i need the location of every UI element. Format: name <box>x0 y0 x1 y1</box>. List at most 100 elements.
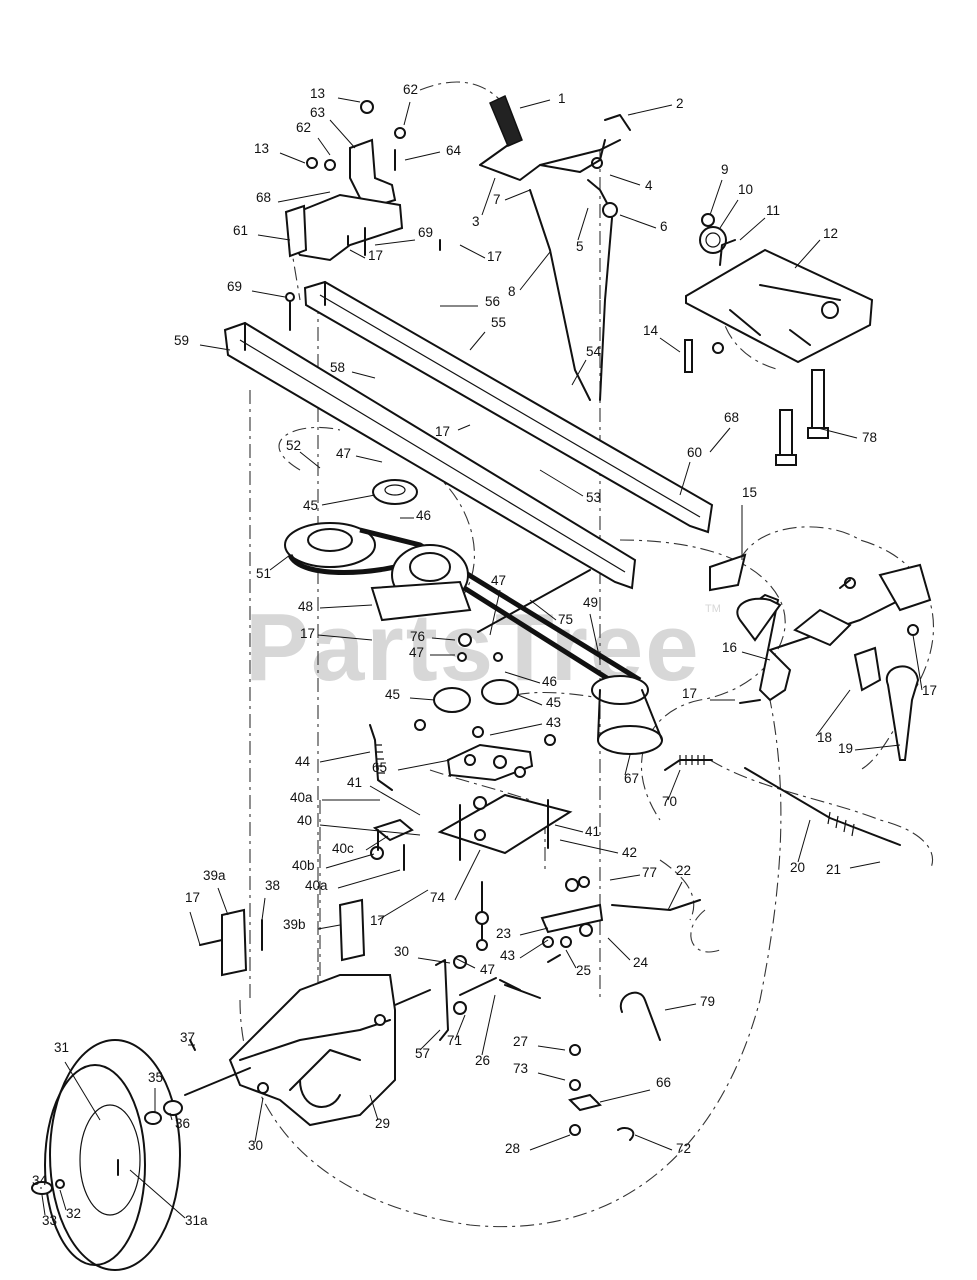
callout-leader-line <box>317 924 341 930</box>
callout-number: 33 <box>42 1213 57 1228</box>
callout-leader-line <box>251 290 286 298</box>
callout-number: 36 <box>175 1116 190 1131</box>
callout-leader-line <box>299 451 321 469</box>
callout-number: 78 <box>862 430 877 445</box>
callout-leader-line <box>325 853 375 869</box>
callout-number: 46 <box>416 508 431 523</box>
callout-leader-line <box>529 1134 571 1151</box>
callout-number: 10 <box>738 182 753 197</box>
callout-leader-line <box>189 911 201 946</box>
callout-leader-line <box>667 769 681 801</box>
callout-number: 17 <box>185 890 200 905</box>
callout-number: 69 <box>418 225 433 240</box>
callout-leader-line <box>619 214 657 229</box>
callout-number: 41 <box>585 824 600 839</box>
callout-number: 17 <box>370 913 385 928</box>
callout-number: 58 <box>330 360 345 375</box>
callout-number: 40a <box>290 790 313 805</box>
drive-belt-pulleys <box>284 479 663 755</box>
callout-number: 44 <box>295 754 311 769</box>
callout-leader-line <box>64 1061 101 1121</box>
callout-number: 12 <box>823 226 838 241</box>
callout-leader-line <box>529 599 557 621</box>
callout-leader-line <box>679 461 691 496</box>
callout-leader-line <box>577 207 589 241</box>
callout-leader-line <box>817 427 858 439</box>
callout-number: 13 <box>254 141 269 156</box>
control-bracket-assembly <box>284 100 441 331</box>
callout-leader-line <box>504 189 531 201</box>
callout-number: 42 <box>622 845 637 860</box>
callout-leader-line <box>319 604 373 609</box>
callout-number: 8 <box>508 284 516 299</box>
callout-number: 75 <box>558 612 573 627</box>
callout-leader-line <box>261 897 266 921</box>
callout-number: 15 <box>742 485 757 500</box>
callout-number: 76 <box>410 629 425 644</box>
callout-leader-line <box>659 337 681 353</box>
callout-number: 46 <box>542 674 557 689</box>
callout-leader-line <box>554 824 584 833</box>
callout-number: 32 <box>66 1206 81 1221</box>
callout-number: 40c <box>332 841 354 856</box>
callout-number: 57 <box>415 1046 430 1061</box>
transaxle-brackets <box>199 898 366 977</box>
callout-leader-line <box>797 819 811 863</box>
callout-number: 18 <box>817 730 832 745</box>
callout-number: 39a <box>203 868 226 883</box>
callout-number: 22 <box>676 863 691 878</box>
callout-number: 68 <box>256 190 271 205</box>
callout-number: 53 <box>586 490 601 505</box>
callout-leader-line <box>609 874 641 881</box>
callout-leader-line <box>504 671 541 684</box>
watermark-trademark: TM <box>705 603 721 615</box>
callout-number: 26 <box>475 1053 490 1068</box>
callout-leader-line <box>537 1045 566 1051</box>
callout-leader-line <box>374 239 416 246</box>
callout-leader-line <box>369 1094 379 1121</box>
callout-number: 63 <box>310 105 325 120</box>
callout-leader-line <box>329 119 356 149</box>
callout-leader-line <box>709 427 731 453</box>
callout-number: 73 <box>513 1061 528 1076</box>
callout-leader-line <box>319 751 371 763</box>
callout-leader-line <box>854 744 901 751</box>
callout-number: 43 <box>546 715 561 730</box>
callout-leader-line <box>815 689 851 737</box>
callout-number: 34 <box>32 1173 48 1188</box>
callout-number: 25 <box>576 963 591 978</box>
callout-leader-line <box>517 694 543 706</box>
callout-number: 27 <box>513 1034 528 1049</box>
callout-leader-line <box>607 937 631 961</box>
callout-number: 40b <box>292 858 315 873</box>
callout-number: 6 <box>660 219 668 234</box>
callout-leader-line <box>627 104 673 116</box>
callout-leader-line <box>279 152 306 164</box>
callout-number: 1 <box>558 91 566 106</box>
callout-number: 47 <box>409 645 424 660</box>
callout-leader-line <box>589 613 601 661</box>
callout-leader-line <box>481 177 496 216</box>
callout-leader-line <box>169 1112 173 1121</box>
idler-bracket-assembly <box>370 719 573 871</box>
transaxle-assembly <box>184 974 431 1127</box>
callout-number: 52 <box>286 438 301 453</box>
callout-leader-line <box>469 331 486 351</box>
callout-number: 29 <box>375 1116 390 1131</box>
callout-number: 71 <box>447 1033 462 1048</box>
callout-number: 41 <box>347 775 362 790</box>
callout-number: 9 <box>721 162 729 177</box>
callout-leaders <box>40 97 923 1219</box>
callout-leader-line <box>519 927 549 936</box>
callout-leader-line <box>199 344 231 351</box>
callout-number: 79 <box>700 994 715 1009</box>
callout-leader-line <box>624 754 631 776</box>
callout-number: 72 <box>676 1141 691 1156</box>
callout-leader-line <box>912 634 923 691</box>
callout-leader-line <box>337 97 361 103</box>
shift-lever-rods <box>479 94 631 401</box>
callout-number: 47 <box>491 573 506 588</box>
callout-leader-line <box>539 469 584 497</box>
callout-number: 28 <box>505 1141 520 1156</box>
